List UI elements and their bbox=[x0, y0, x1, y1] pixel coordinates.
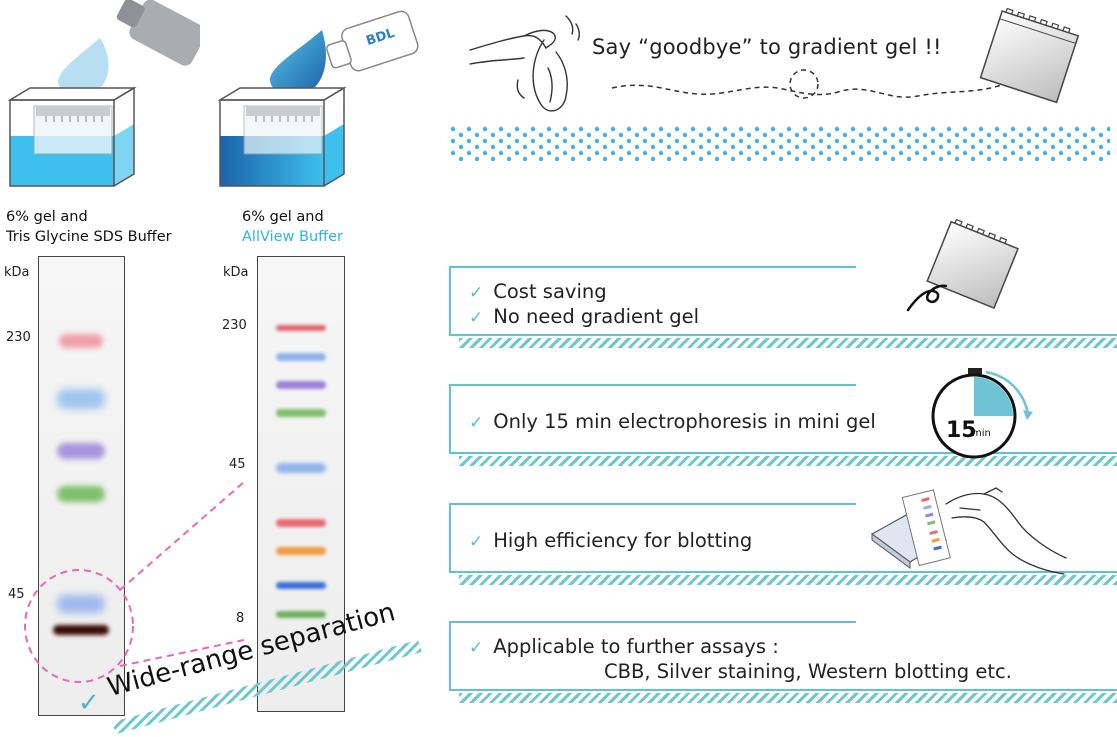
zoom-indicator bbox=[24, 481, 245, 683]
gel-comb-icon bbox=[906, 218, 1019, 312]
gel1-kda-label: kDa bbox=[4, 265, 30, 280]
check-icon: ✓ bbox=[469, 308, 484, 328]
bottle-icon bbox=[58, 0, 200, 94]
headline-prefix: Say bbox=[592, 35, 639, 59]
feature-text: No need gradient gel bbox=[493, 305, 700, 328]
headline-suffix: to gradient gel !! bbox=[752, 35, 942, 59]
tank2-caption-line1: 6% gel and bbox=[242, 209, 324, 225]
dotted-separator bbox=[450, 126, 1110, 162]
gel1-band-purple bbox=[57, 443, 105, 459]
gel-comb-icon bbox=[979, 8, 1080, 104]
feature-text: Cost saving bbox=[493, 280, 607, 303]
tank1-caption: 6% gel and Tris Glycine SDS Buffer bbox=[6, 207, 172, 247]
gel1-band-green bbox=[57, 486, 105, 502]
gel2-marker-8: 8 bbox=[236, 611, 245, 626]
gel2-kda-label: kDa bbox=[223, 265, 249, 280]
gel1-band-blue-low bbox=[57, 595, 105, 613]
waving-hand-icon bbox=[469, 15, 581, 112]
timer-number: 15 bbox=[946, 418, 977, 443]
gel2-lane bbox=[257, 256, 345, 712]
feature-cost-saving: ✓ Cost saving ✓ No need gradient gel bbox=[449, 266, 1117, 352]
gel2-band bbox=[276, 519, 326, 527]
gel2-band bbox=[276, 353, 326, 361]
timer-unit: min bbox=[972, 428, 991, 439]
feature-15min: ✓ Only 15 min electrophoresis in mini gel bbox=[449, 384, 1117, 470]
gel2-marker-45: 45 bbox=[229, 457, 246, 472]
gel1-band-red bbox=[59, 334, 103, 348]
gel1-marker-45: 45 bbox=[8, 587, 25, 602]
check-icon: ✓ bbox=[78, 688, 100, 718]
gel2-band bbox=[276, 409, 326, 417]
gel2-band bbox=[276, 325, 326, 331]
tank1-caption-line2: Tris Glycine SDS Buffer bbox=[6, 229, 172, 245]
feature-blotting: ✓ High efficiency for blotting bbox=[449, 503, 1117, 589]
gel1-band-dark bbox=[53, 625, 109, 635]
gel2-band bbox=[276, 381, 326, 389]
feature-assays: ✓ Applicable to further assays : CBB, Sil… bbox=[449, 621, 1117, 707]
gel-tank-icon bbox=[8, 86, 137, 187]
timer-icon bbox=[931, 368, 1033, 459]
gel2-band bbox=[276, 582, 326, 589]
gel2-band bbox=[276, 611, 326, 618]
wide-range-hatch bbox=[112, 640, 422, 734]
headline-quote: “goodbye” bbox=[638, 35, 753, 59]
feature-text: High efficiency for blotting bbox=[493, 529, 753, 552]
gel2-band bbox=[276, 463, 326, 473]
feature-text: CBB, Silver staining, Western blotting e… bbox=[604, 660, 1012, 683]
gel2-marker-230: 230 bbox=[222, 318, 247, 333]
check-icon: ✓ bbox=[469, 532, 484, 552]
feature-text: Applicable to further assays : bbox=[493, 635, 779, 658]
headline: Say “goodbye” to gradient gel !! bbox=[592, 35, 942, 59]
dashed-path bbox=[611, 69, 1005, 99]
buffer-drop-icon bbox=[270, 10, 419, 94]
gel1-marker-230: 230 bbox=[6, 330, 31, 345]
gel-tank-icon bbox=[218, 86, 347, 187]
tank2-caption-line2: AllView Buffer bbox=[242, 229, 344, 245]
blotting-hand-icon bbox=[870, 487, 1067, 575]
gel1-band-blue bbox=[57, 389, 105, 409]
gel2-band bbox=[276, 547, 326, 555]
check-icon: ✓ bbox=[469, 413, 484, 433]
feature-text: Only 15 min electrophoresis in mini gel bbox=[493, 410, 876, 433]
tank1-caption-line1: 6% gel and bbox=[6, 209, 88, 225]
gel1-lane bbox=[38, 256, 125, 716]
check-icon: ✓ bbox=[469, 283, 484, 303]
check-icon: ✓ bbox=[469, 638, 484, 658]
tank2-caption: 6% gel and AllView Buffer bbox=[242, 207, 343, 247]
